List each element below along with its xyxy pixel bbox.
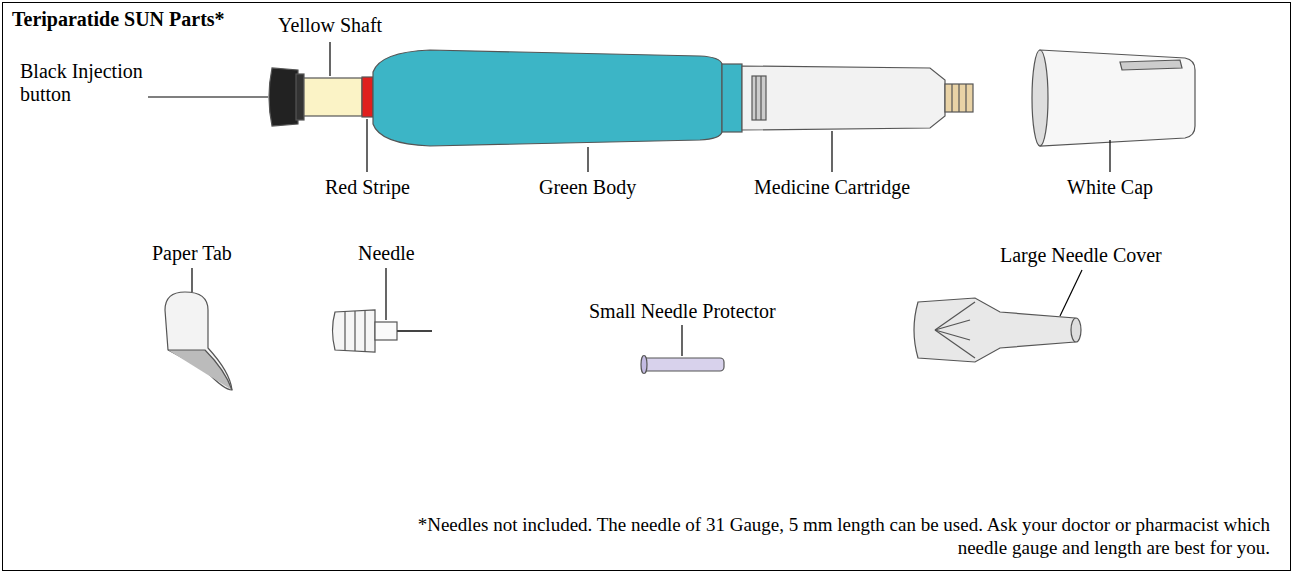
part-label: Medicine Cartridge (754, 176, 910, 199)
part-label: Needle (358, 242, 415, 265)
footnote: *Needles not included. The needle of 31 … (400, 513, 1270, 561)
part-label: Green Body (539, 176, 636, 199)
part-label: Large Needle Cover (1000, 244, 1200, 267)
diagram-title: Teriparatide SUN Parts* (12, 8, 225, 31)
part-label: Red Stripe (325, 176, 410, 199)
part-label: Small Needle Protector (589, 300, 776, 323)
part-label: Black Injection button (20, 60, 146, 106)
part-label: White Cap (1067, 176, 1153, 199)
part-label: Paper Tab (152, 242, 232, 265)
part-label: Yellow Shaft (278, 14, 382, 37)
